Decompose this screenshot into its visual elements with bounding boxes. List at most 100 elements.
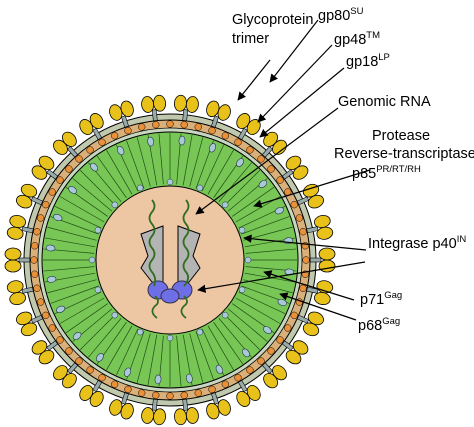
lipid-head [299, 284, 307, 292]
lipid-head [257, 357, 265, 365]
glycoprotein-knob-icon [6, 214, 35, 240]
lipid-head [166, 120, 174, 128]
glycoprotein-knob-icon [31, 155, 60, 181]
matrix-protein [72, 331, 82, 340]
matrix-protein [123, 367, 132, 377]
matrix-protein [208, 143, 217, 153]
matrix-protein [154, 374, 162, 385]
gag-spoke [126, 140, 145, 189]
glycoprotein-knob-icon [53, 131, 79, 159]
glycoprotein-knob-icon [236, 113, 261, 142]
lipid-head [31, 242, 39, 250]
gag-spoke [232, 186, 275, 217]
membrane-heads [30, 120, 310, 400]
leader-lines [195, 19, 371, 321]
glycoprotein-knobs [4, 94, 336, 426]
glycoprotein-knob-icon [6, 280, 35, 306]
lipid-head [152, 121, 160, 129]
matrix-protein [46, 275, 57, 283]
matrix-protein [241, 348, 250, 358]
rna-strand-icon [148, 199, 157, 287]
matrix-protein [185, 373, 193, 384]
lipid-head [194, 123, 202, 131]
capsid-protein [244, 256, 252, 264]
gag-spoke [189, 333, 204, 383]
rna-strand-icon [182, 199, 190, 287]
lipid-head [267, 347, 275, 355]
gag-spoke [238, 291, 286, 314]
matrix-protein [56, 305, 66, 313]
lipid-head [180, 121, 188, 129]
label-glycoprotein-line2: trimer [232, 31, 269, 47]
lipid-head [37, 214, 45, 222]
lipid-head [124, 127, 132, 135]
matrix-protein [53, 213, 63, 222]
gag-spoke [227, 308, 268, 342]
lipid-head [75, 155, 83, 163]
lipid-head [98, 374, 106, 382]
glycoprotein-knob-icon [141, 397, 166, 426]
lipid-head [37, 298, 45, 306]
lipid-head [65, 165, 73, 173]
gag-spoke [43, 266, 95, 272]
matrix-proteins [45, 135, 295, 385]
gag-spoke [136, 333, 151, 383]
lipid-head [65, 347, 73, 355]
matrix-protein [90, 162, 99, 172]
matrix-protein [45, 244, 56, 252]
capsid-protein [136, 328, 144, 336]
capsid-protein [111, 201, 119, 209]
capsid-protein [166, 334, 174, 342]
matrix-protein [147, 136, 155, 147]
capsid-protein [221, 311, 229, 319]
gag-spoke [147, 334, 158, 386]
lipid-head [299, 228, 307, 236]
lipid-head [42, 311, 50, 319]
gag-spoke [59, 297, 105, 324]
gag-spoke [44, 237, 96, 248]
glycoprotein-knob-icon [206, 391, 231, 420]
gag-spoke [136, 137, 151, 187]
gag-spoke [176, 335, 182, 387]
lipid-head [234, 138, 242, 146]
glycoprotein-knob-icon [109, 100, 134, 129]
lipid-head [221, 380, 229, 388]
glycoprotein-knob-icon [79, 378, 104, 407]
lipid-head [290, 311, 298, 319]
gag-spoke [189, 137, 204, 187]
capsid-protein [238, 226, 246, 234]
capsid-protein [221, 201, 229, 209]
label-p71: p71Gag [360, 290, 402, 308]
capsid-protein [136, 184, 144, 192]
matrix-protein [215, 364, 223, 374]
gag-spoke [235, 297, 281, 324]
gag-spoke [241, 216, 290, 235]
glycoprotein-knob-icon [280, 155, 309, 181]
gag-spoke [182, 134, 193, 186]
gag-spoke [223, 169, 261, 207]
gag-spoke [106, 325, 133, 371]
label-integrase: Integrase p40IN [368, 234, 466, 252]
gag-spoke [72, 178, 113, 212]
gag-spoke [243, 279, 293, 294]
gag-spoke [96, 155, 127, 198]
lipid-head [111, 132, 119, 140]
lipid-head [208, 127, 216, 135]
label-gp80: gp80SU [318, 6, 364, 24]
capsid-protein [238, 286, 246, 294]
capsid-protein [88, 256, 96, 264]
gag-spoke [195, 331, 214, 380]
gag-spoke [207, 149, 234, 195]
lipid-head [48, 324, 56, 332]
label-gp18: gp18LP [346, 52, 390, 70]
matrix-protein [178, 135, 186, 146]
glycoprotein-knob-icon [141, 94, 166, 123]
glycoprotein-knob-icon [174, 94, 199, 123]
matrix-protein [263, 326, 272, 334]
integrase-icon [147, 280, 193, 304]
lipid-head [290, 201, 298, 209]
glycoprotein-knob-icon [295, 311, 324, 337]
label-p85: p85PR/RT/RH [352, 164, 421, 182]
lipid-head [56, 176, 64, 184]
glycoprotein-knob-icon [305, 280, 334, 306]
